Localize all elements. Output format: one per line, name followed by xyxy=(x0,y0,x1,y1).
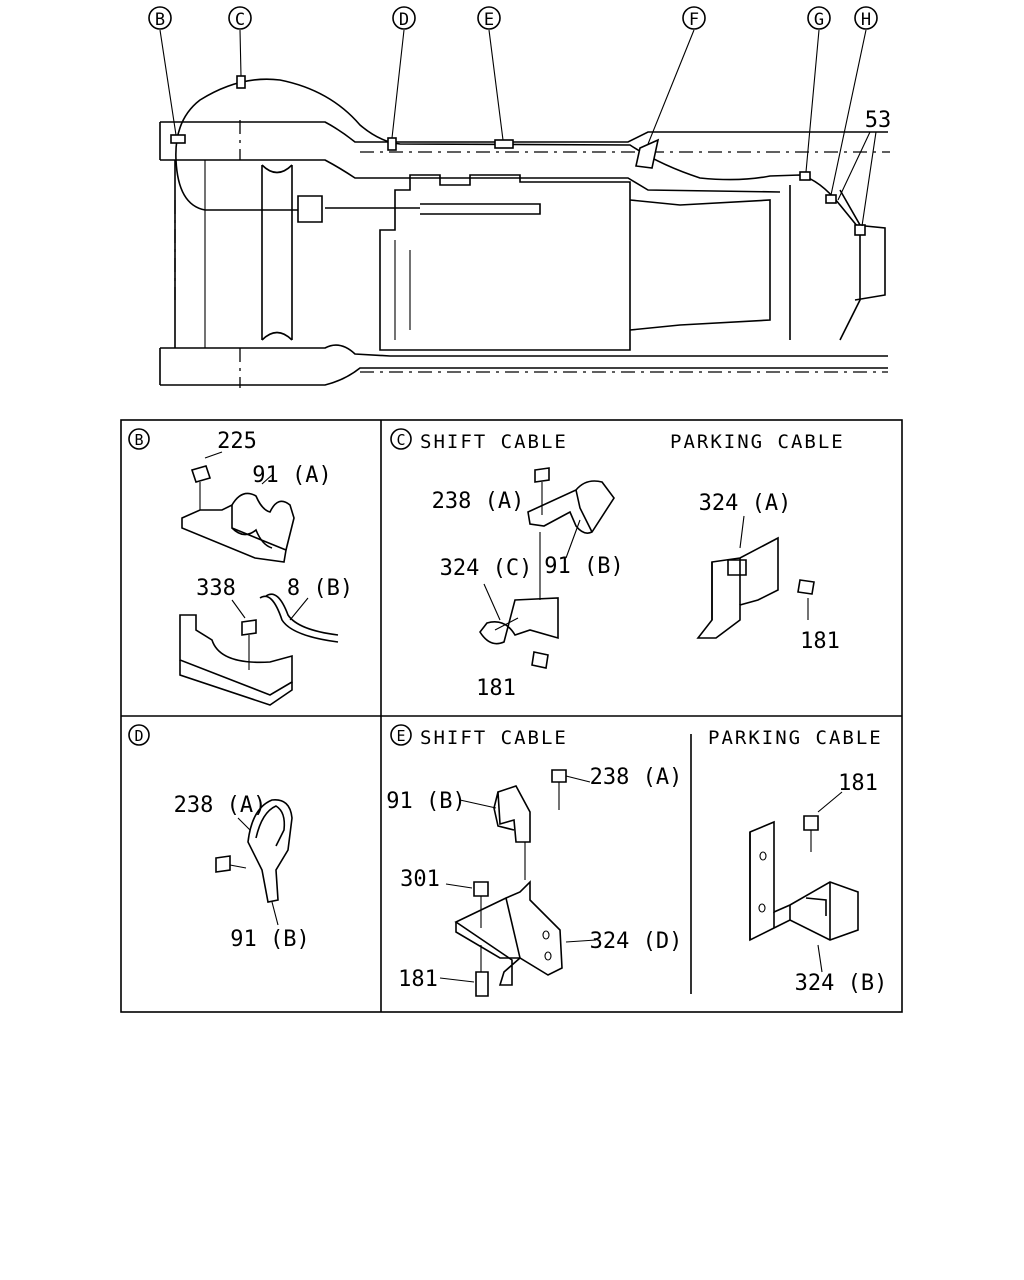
panel-b-label-338: 338 xyxy=(196,576,236,601)
panel-b-label-225: 225 xyxy=(217,429,257,454)
panel-c-label-181-parking: 181 xyxy=(800,629,840,654)
panel-e-label-324d: 324 (D) xyxy=(590,929,683,954)
callout-label-g: G xyxy=(814,10,824,30)
panel-e-label-324b: 324 (B) xyxy=(795,971,888,996)
callout-f: F xyxy=(682,6,706,30)
panel-c-label-181-shift: 181 xyxy=(476,676,516,701)
top-callout-circles: B C D E F G H 53 xyxy=(148,6,892,133)
callout-label-h: H xyxy=(861,10,871,30)
part-label-53: 53 xyxy=(865,108,892,133)
panel-e-label-238a: 238 (A) xyxy=(590,765,683,790)
panel-c-label-91b: 91 (B) xyxy=(544,554,623,579)
panel-e-label-181-parking: 181 xyxy=(838,771,878,796)
callout-e: E xyxy=(477,6,501,30)
panel-c-label-238a: 238 (A) xyxy=(432,489,525,514)
panel-e-title-shift: SHIFT CABLE xyxy=(420,727,568,749)
callout-label-c: C xyxy=(235,10,245,30)
panel-b: B 225 91 (A) 338 8 (B) xyxy=(128,428,353,706)
panel-c-label-324a: 324 (A) xyxy=(699,491,792,516)
panel-e-title-parking: PARKING CABLE xyxy=(708,727,883,749)
callout-leaders xyxy=(159,29,877,227)
chassis-view xyxy=(159,75,890,388)
callout-g: G xyxy=(807,6,831,30)
panel-c-label-324c: 324 (C) xyxy=(440,556,533,581)
callout-h: H xyxy=(854,6,878,30)
callout-d: D xyxy=(392,6,416,30)
panel-b-label-91a: 91 (A) xyxy=(252,463,331,488)
callout-label-d: D xyxy=(399,10,409,30)
panel-e-letter: E xyxy=(396,727,405,745)
panel-d-label-238a: 238 (A) xyxy=(174,793,267,818)
panel-e-label-91b: 91 (B) xyxy=(386,789,465,814)
callout-label-e: E xyxy=(484,10,494,30)
panel-c: C SHIFT CABLE PARKING CABLE 238 (A) 91 (… xyxy=(390,428,845,701)
detail-grid xyxy=(120,419,903,1013)
panel-d-label-91b: 91 (B) xyxy=(230,927,309,952)
callout-c: C xyxy=(228,6,252,30)
panel-c-letter: C xyxy=(396,431,405,449)
panel-e-label-181-shift: 181 xyxy=(398,967,438,992)
panel-c-title-parking: PARKING CABLE xyxy=(670,431,845,453)
callout-b: B xyxy=(148,6,172,30)
panel-b-letter: B xyxy=(134,431,143,449)
panel-c-title-shift: SHIFT CABLE xyxy=(420,431,568,453)
panel-e-label-301: 301 xyxy=(400,867,440,892)
panel-d-letter: D xyxy=(134,727,143,745)
callout-label-b: B xyxy=(155,10,165,30)
callout-label-f: F xyxy=(689,10,699,30)
panel-e: E SHIFT CABLE PARKING CABLE 238 (A) 91 (… xyxy=(386,724,888,997)
panel-b-label-8b: 8 (B) xyxy=(287,576,353,601)
panel-d: D 238 (A) 91 (B) xyxy=(128,724,310,952)
